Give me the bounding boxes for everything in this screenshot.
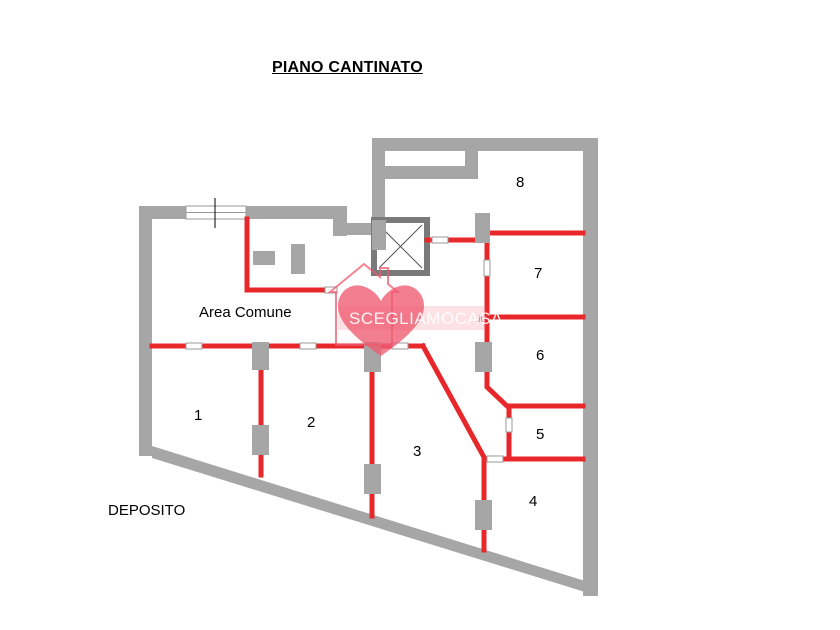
pillar-e bbox=[252, 425, 269, 455]
wall-right bbox=[583, 138, 598, 596]
watermark-logo bbox=[327, 262, 486, 356]
wall-step-top bbox=[345, 223, 373, 235]
partitions bbox=[149, 216, 586, 553]
pillar-f bbox=[364, 464, 381, 494]
room-2: 2 bbox=[307, 414, 316, 431]
pillar-b bbox=[291, 244, 305, 274]
pillar-i bbox=[475, 213, 490, 243]
wall-recess-top bbox=[372, 166, 478, 179]
watermark-brand: SCEGLIAMOCASA bbox=[349, 309, 503, 328]
wall-left bbox=[139, 206, 152, 456]
room-3: 3 bbox=[413, 443, 422, 460]
pillar-h bbox=[475, 342, 492, 372]
door-room4 bbox=[486, 455, 504, 463]
wall-bottom-diagonal bbox=[152, 446, 598, 596]
wall-room8-left bbox=[372, 138, 385, 226]
wall-step bbox=[333, 206, 347, 236]
wall-recess-right bbox=[465, 151, 478, 179]
window-top bbox=[185, 198, 247, 228]
watermark-house-icon bbox=[327, 262, 401, 346]
room-6: 6 bbox=[536, 347, 545, 364]
pillar-g bbox=[475, 500, 492, 530]
label-area-comune: Area Comune bbox=[199, 304, 292, 321]
room-8: 8 bbox=[516, 174, 525, 191]
door-room1 bbox=[185, 342, 203, 350]
label-deposito: DEPOSITO bbox=[108, 502, 186, 519]
door-room2 bbox=[299, 342, 317, 350]
pillar-j bbox=[372, 220, 386, 250]
room-4: 4 bbox=[529, 493, 538, 510]
doors bbox=[185, 236, 513, 463]
exterior-walls bbox=[139, 138, 598, 596]
pillar-a bbox=[253, 251, 275, 265]
partition-corridor-diagonal bbox=[419, 342, 489, 463]
watermark-band bbox=[338, 306, 486, 330]
pillar-c bbox=[252, 342, 269, 370]
room-1: 1 bbox=[194, 407, 203, 424]
door-lift bbox=[431, 236, 449, 244]
plan-title: PIANO CANTINATO bbox=[272, 59, 423, 76]
room-5: 5 bbox=[536, 426, 545, 443]
door-room5 bbox=[505, 417, 513, 433]
watermark-brand-suffix: .it bbox=[476, 314, 484, 324]
partition-67-left bbox=[484, 230, 512, 409]
door-room7 bbox=[483, 259, 491, 277]
wall-top-right bbox=[372, 138, 598, 151]
partition-common-box bbox=[244, 216, 333, 293]
room-7: 7 bbox=[534, 265, 543, 282]
watermark-heart-icon bbox=[338, 285, 424, 356]
